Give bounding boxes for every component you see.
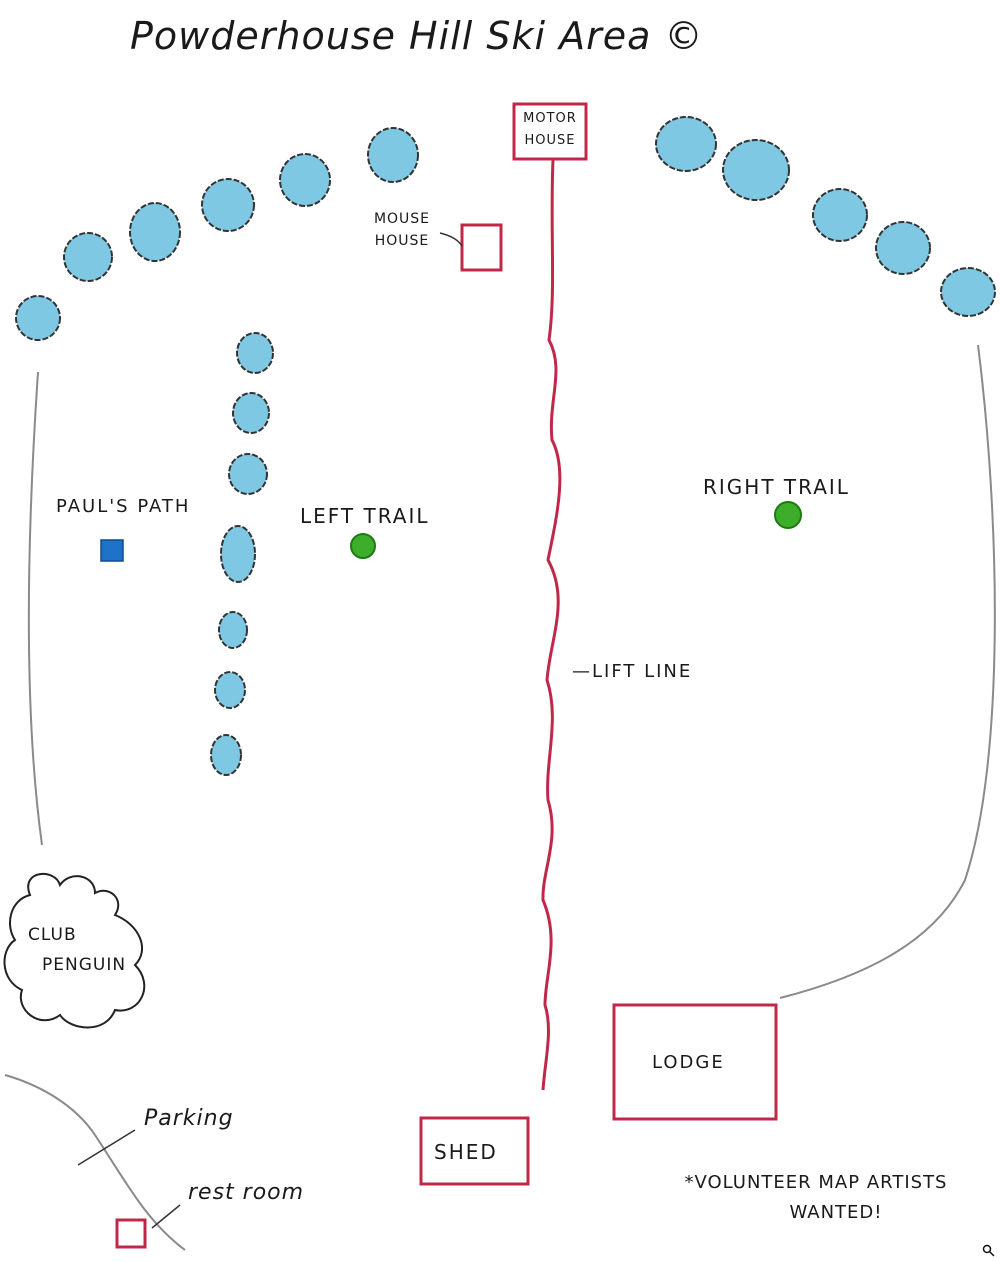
mouse-house-pointer bbox=[439, 232, 463, 247]
right-trail-label: RIGHT TRAIL bbox=[703, 475, 850, 499]
lift-line-label: —LIFT LINE bbox=[572, 661, 693, 682]
restroom-label: rest room bbox=[188, 1180, 305, 1205]
motor-house-label: MOTOR HOUSE bbox=[518, 108, 582, 152]
mouse-house-label: MOUSE HOUSE bbox=[362, 208, 442, 252]
restroom-building bbox=[115, 1218, 147, 1249]
map-title: Powderhouse Hill Ski Area © bbox=[130, 14, 704, 58]
left-trail-label: LEFT TRAIL bbox=[300, 504, 430, 528]
tree-icon bbox=[232, 392, 270, 434]
volunteer-note-line1: *VOLUNTEER MAP ARTISTS bbox=[684, 1172, 948, 1193]
lift-line bbox=[541, 159, 562, 1091]
tree-icon bbox=[210, 734, 242, 776]
tree-icon bbox=[201, 178, 255, 232]
tree-icon bbox=[220, 525, 256, 583]
left-boundary-line bbox=[27, 371, 43, 846]
parking-pointer-line bbox=[77, 1129, 136, 1166]
mouse-house-building bbox=[460, 223, 503, 272]
lodge-building bbox=[612, 1003, 778, 1121]
restroom-pointer-line bbox=[151, 1204, 181, 1229]
tree-icon bbox=[214, 671, 246, 709]
magnifier-icon[interactable] bbox=[982, 1244, 995, 1257]
tree-icon bbox=[655, 116, 717, 172]
volunteer-note-line2: WANTED! bbox=[789, 1202, 883, 1223]
volunteer-note: *VOLUNTEER MAP ARTISTS WANTED! bbox=[636, 1168, 996, 1228]
tree-icon bbox=[63, 232, 113, 282]
tree-icon bbox=[812, 188, 868, 242]
tree-group bbox=[15, 116, 996, 776]
pauls-path-label: PAUL'S PATH bbox=[56, 496, 191, 517]
parking-label: Parking bbox=[144, 1106, 234, 1131]
right-trail-green-circle-icon bbox=[774, 501, 802, 529]
tree-icon bbox=[129, 202, 181, 262]
mouse-house-label-line1: MOUSE bbox=[373, 211, 431, 227]
club-penguin-label: CLUB PENGUIN bbox=[20, 920, 126, 980]
motor-house-building bbox=[512, 102, 588, 161]
right-boundary-line bbox=[779, 344, 996, 999]
tree-icon bbox=[875, 221, 931, 275]
motor-house-label-line2: HOUSE bbox=[524, 133, 576, 148]
tree-icon bbox=[236, 332, 274, 374]
tree-icon bbox=[367, 127, 419, 183]
tree-icon bbox=[279, 153, 331, 207]
club-penguin-label-line1: CLUB bbox=[28, 925, 77, 945]
pauls-path-blue-square-icon bbox=[100, 539, 124, 562]
club-penguin-outline bbox=[3, 872, 146, 1029]
parking-road-line bbox=[4, 1074, 186, 1251]
lodge-label: LODGE bbox=[652, 1052, 725, 1073]
shed-building bbox=[419, 1116, 530, 1186]
mouse-house-label-line2: HOUSE bbox=[374, 233, 430, 249]
motor-house-label-line1: MOTOR bbox=[523, 111, 577, 126]
club-penguin-label-line2: PENGUIN bbox=[42, 955, 127, 975]
shed-label: SHED bbox=[434, 1140, 498, 1164]
tree-icon bbox=[15, 295, 61, 341]
tree-icon bbox=[940, 267, 996, 317]
tree-icon bbox=[722, 139, 790, 201]
tree-icon bbox=[228, 453, 268, 495]
tree-icon bbox=[218, 611, 248, 649]
left-trail-green-circle-icon bbox=[350, 533, 376, 559]
